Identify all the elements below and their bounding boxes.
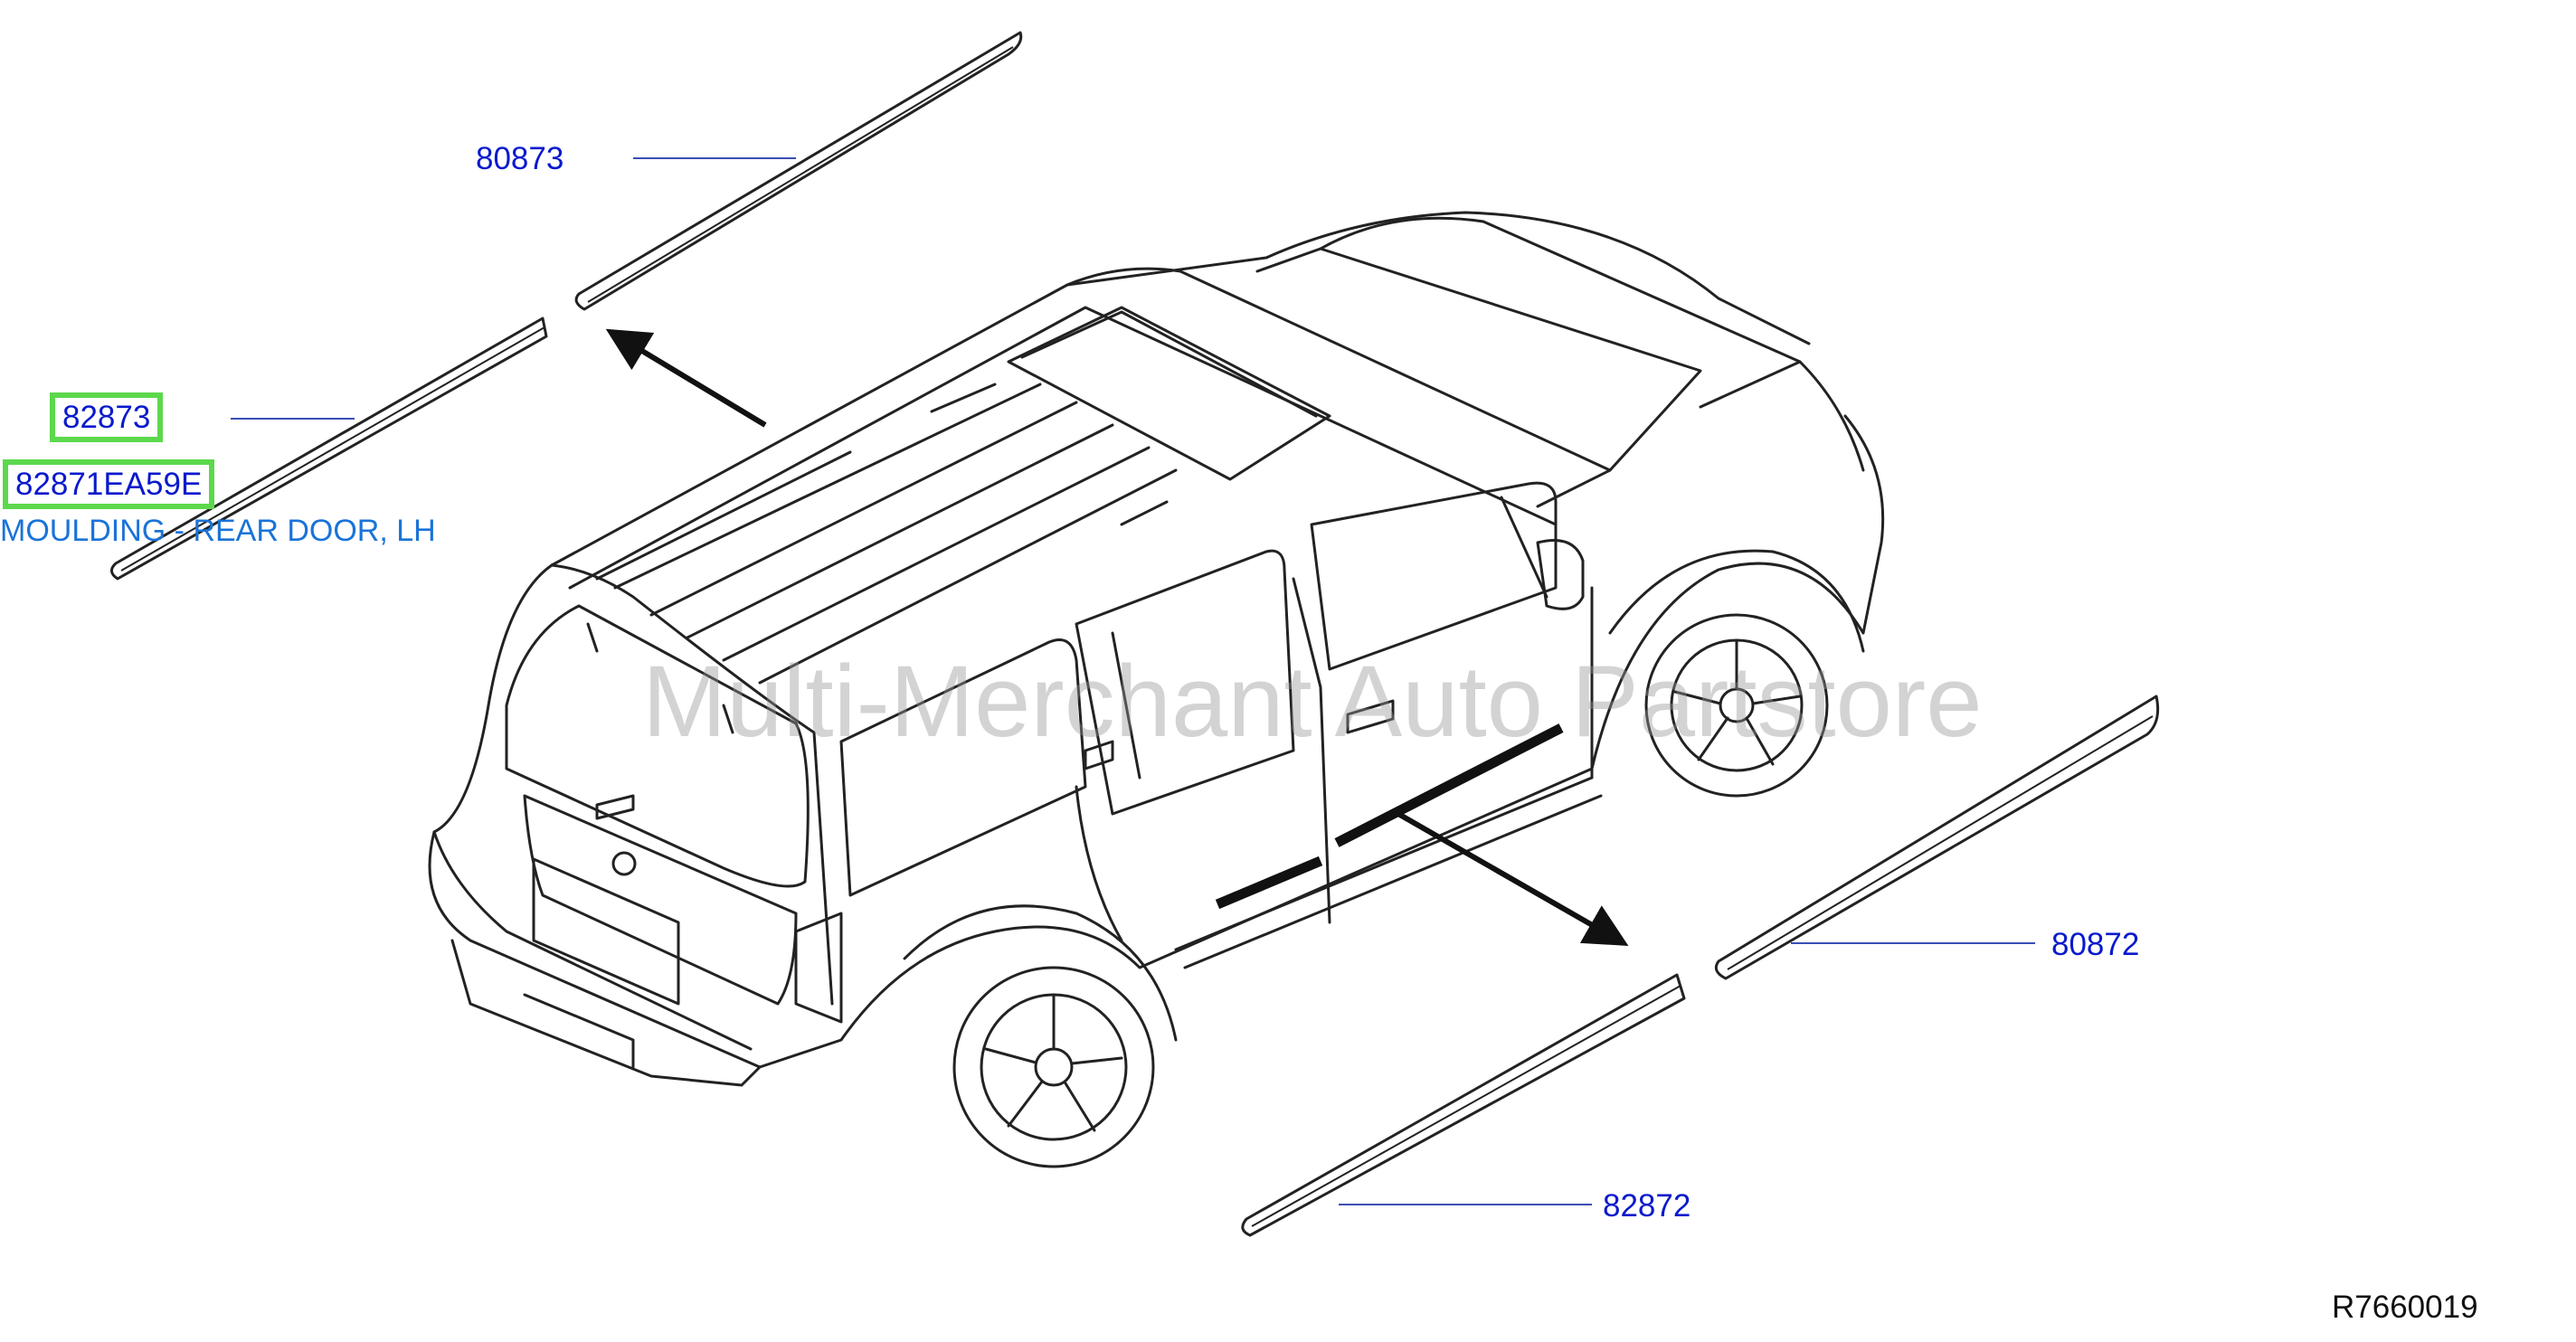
moulding-strip-82872[interactable]: [1241, 973, 1686, 1237]
callout-82872[interactable]: 82872: [1603, 1188, 1691, 1224]
diagram-reference-code: R7660019: [2332, 1290, 2478, 1325]
vehicle-illustration: [428, 211, 1885, 1168]
callout-82873[interactable]: 82873: [50, 392, 164, 442]
callout-80872[interactable]: 80872: [2051, 927, 2140, 962]
moulding-strip-80872[interactable]: [1714, 695, 2160, 980]
moulding-positions: [1215, 723, 1564, 910]
moulding-strip-82873[interactable]: [110, 317, 548, 581]
leader-lines: [231, 157, 2035, 1205]
direction-arrows: [605, 328, 1629, 946]
callout-82871EA59E[interactable]: 82871EA59E: [3, 459, 215, 509]
moulding-strip-80873[interactable]: [574, 31, 1023, 311]
description-rear-door-lh: MOULDING - REAR DOOR, LH: [0, 514, 436, 548]
callout-80873[interactable]: 80873: [476, 141, 564, 176]
